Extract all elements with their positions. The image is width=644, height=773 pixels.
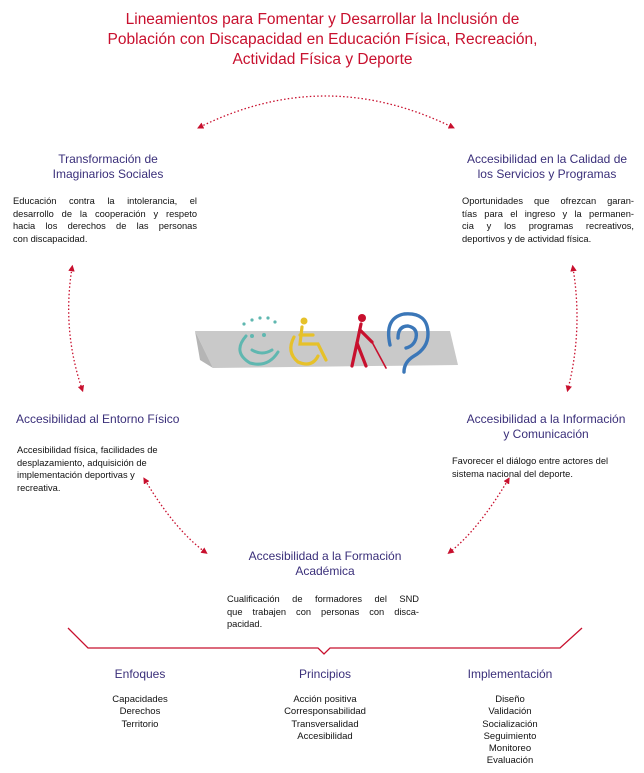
- list-item: Territorio: [121, 718, 159, 730]
- node-heading-informacion: Accesibilidad a la Información y Comunic…: [466, 412, 626, 441]
- arrow-left: [68, 264, 85, 393]
- list-item: Transversalidad: [291, 718, 359, 730]
- node-text-formacion: Cualificación de formadores del SND que …: [227, 594, 419, 630]
- list-item: Accesibilidad: [297, 730, 353, 742]
- ear-icon: [386, 312, 430, 374]
- column-principios: Principios Acción positiva Corresponsabi…: [255, 667, 395, 743]
- arrow-top: [197, 95, 455, 129]
- face-icon: [238, 316, 280, 366]
- node-text-imaginarios: Educación contra la intolerancia, el des…: [13, 196, 197, 244]
- list-item: Validación: [488, 706, 532, 718]
- node-text-calidad: Oportunidades que ofrezcan garan- tías p…: [462, 196, 634, 244]
- column-heading: Implementación: [467, 667, 553, 681]
- node-text-informacion: Favorecer el diálogo entre actores del s…: [452, 456, 609, 479]
- list-item: Acción positiva: [293, 694, 357, 705]
- column-heading: Enfoques: [114, 667, 166, 681]
- title-line: Lineamientos para Fomentar y Desarrollar…: [125, 11, 520, 28]
- list-item: Monitoreo: [488, 743, 532, 755]
- diagram-title: Lineamientos para Fomentar y Desarrollar…: [60, 10, 585, 70]
- column-enfoques: Enfoques Capacidades Derechos Territorio: [80, 667, 200, 731]
- list-item: Evaluación: [486, 755, 534, 767]
- node-heading-formacion: Accesibilidad a la Formación Académica: [248, 549, 402, 578]
- list-item: Capacidades: [112, 694, 168, 705]
- title-line: Población con Discapacidad en Educación …: [107, 31, 538, 48]
- node-heading-imaginarios: Transformación de Imaginarios Sociales: [52, 152, 164, 181]
- list-item: Seguimiento: [483, 730, 537, 742]
- column-heading: Principios: [298, 667, 352, 681]
- bracket: [67, 627, 583, 655]
- node-text-entorno: Accesibilidad física, facilidades de des…: [17, 445, 158, 493]
- column-implementacion: Implementación Diseño Validación Sociali…: [450, 667, 570, 768]
- title-line: Actividad Física y Deporte: [232, 51, 413, 68]
- wheelchair-icon: [289, 317, 328, 366]
- arrow-right: [565, 264, 578, 393]
- list-item: Derechos: [119, 706, 161, 718]
- arrow-bottom-left: [143, 477, 208, 554]
- arrow-bottom-right: [447, 477, 510, 555]
- list-item: Diseño: [495, 694, 525, 705]
- list-item: Socialización: [482, 718, 538, 730]
- list-item: Corresponsabilidad: [284, 706, 366, 718]
- node-heading-entorno: Accesibilidad al Entorno Físico: [16, 412, 180, 426]
- blind-person-icon: [350, 314, 387, 369]
- platform: [195, 331, 458, 368]
- node-heading-calidad: Accesibilidad en la Calidad de los Servi…: [466, 152, 628, 181]
